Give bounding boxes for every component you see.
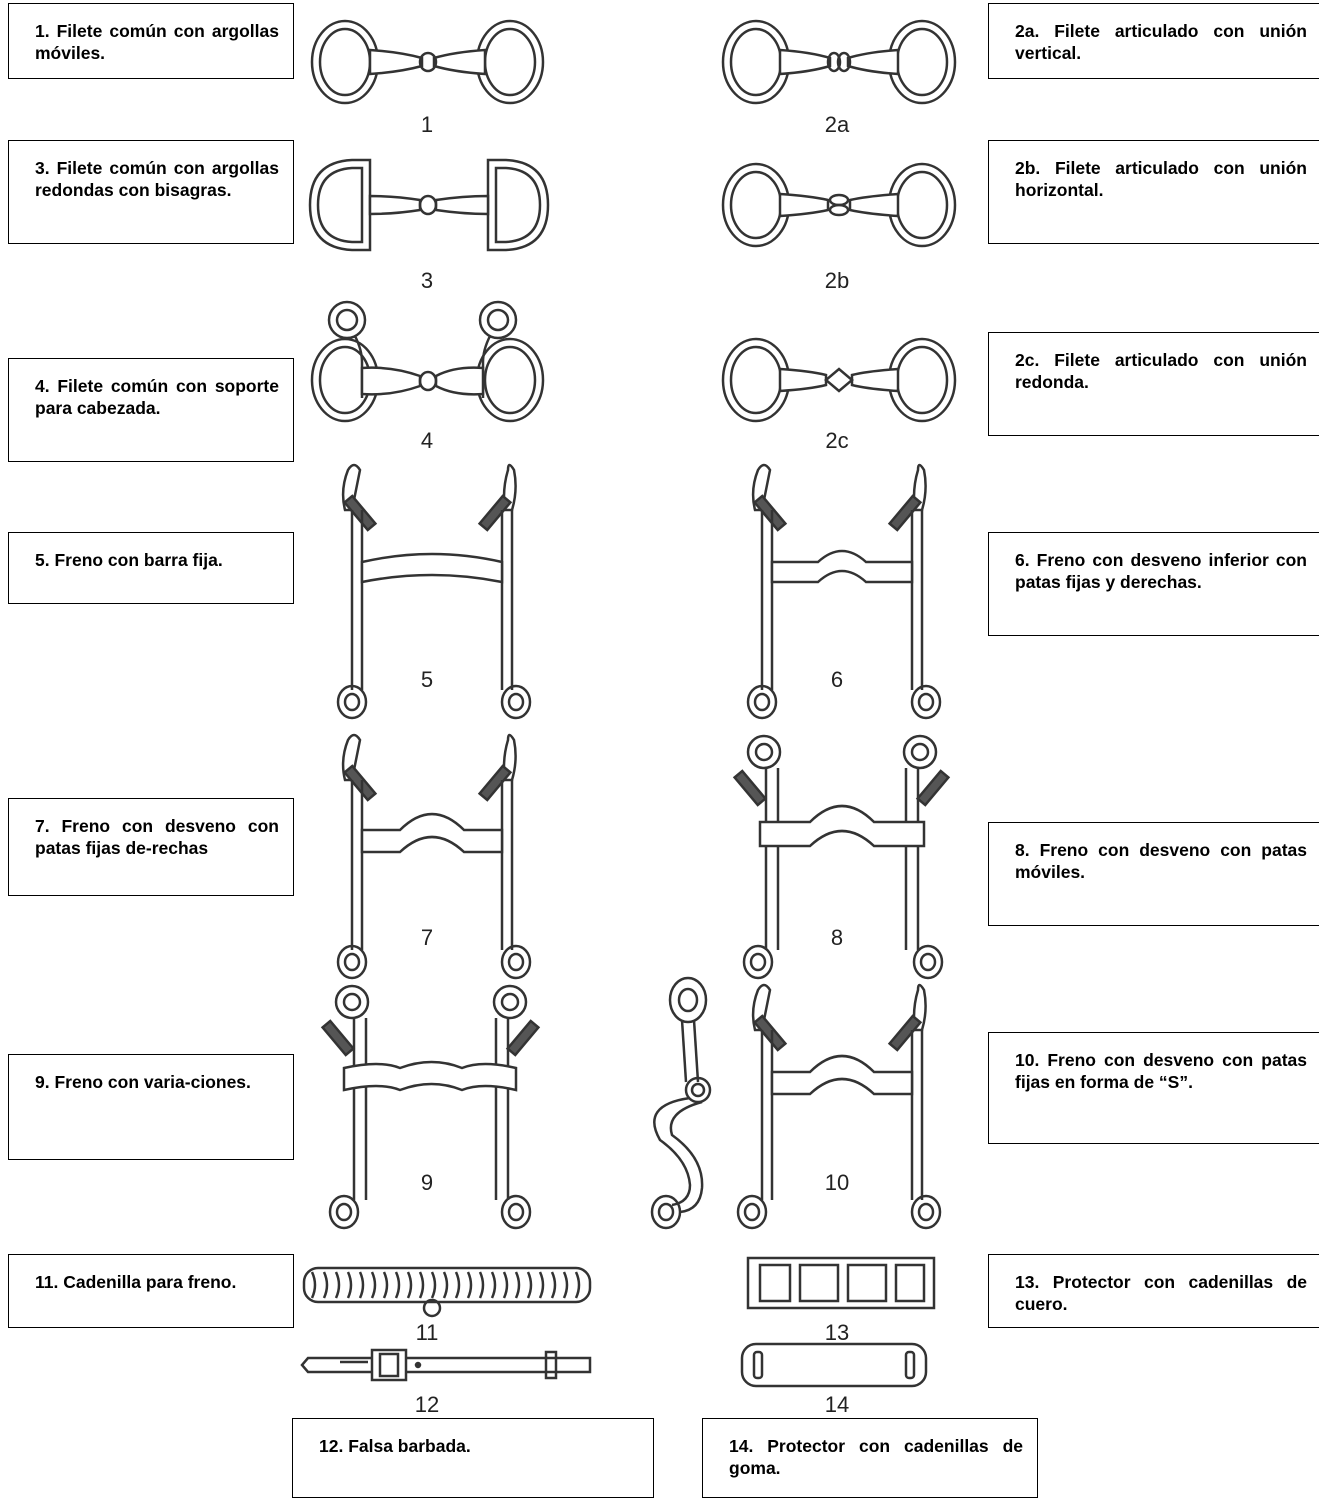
figure-number-13: 13 <box>824 1320 850 1345</box>
figure-number-2a: 2a <box>824 112 850 137</box>
caption-2b: 2b. Filete articulado con unión horizont… <box>988 140 1319 244</box>
bit-11-chain-drawing <box>302 1266 592 1318</box>
bit-13-protector-drawing <box>746 1256 936 1310</box>
caption-10: 10. Freno con desveno con patas fijas en… <box>988 1032 1319 1144</box>
bit-3-drawing <box>308 158 550 252</box>
caption-2a: 2a. Filete articulado con unión vertical… <box>988 3 1319 79</box>
caption-5: 5. Freno con barra fija. <box>8 532 294 604</box>
caption-12: 12. Falsa barbada. <box>292 1418 654 1498</box>
caption-14: 14. Protector con cadenillas de goma. <box>702 1418 1038 1498</box>
figure-number-10: 10 <box>824 1170 850 1195</box>
caption-1: 1. Filete común con argollas móviles. <box>8 3 294 79</box>
bit-2c-drawing <box>721 337 957 423</box>
bit-14-protector-drawing <box>740 1342 928 1388</box>
figure-number-14: 14 <box>824 1392 850 1417</box>
bit-8-drawing <box>732 734 951 980</box>
bit-2a-drawing <box>721 19 957 105</box>
figure-number-12: 12 <box>414 1392 440 1417</box>
caption-9: 9. Freno con varia-ciones. <box>8 1054 294 1160</box>
figure-number-7: 7 <box>420 925 434 950</box>
figure-number-11: 11 <box>415 1320 439 1345</box>
figure-number-2b: 2b <box>824 268 850 293</box>
s-shank-drawing <box>650 976 712 1230</box>
caption-13: 13. Protector con cadenillas de cuero. <box>988 1254 1319 1328</box>
bit-12-strap-drawing <box>300 1348 592 1382</box>
figure-number-9: 9 <box>420 1170 434 1195</box>
bit-10-drawing <box>736 983 942 1230</box>
caption-8: 8. Freno con desveno con patas móviles. <box>988 822 1319 926</box>
caption-11: 11. Cadenilla para freno. <box>8 1254 294 1328</box>
bit-7-drawing <box>336 733 532 980</box>
figure-number-6: 6 <box>830 667 844 692</box>
bit-2b-drawing <box>721 162 957 248</box>
bit-6-drawing <box>746 463 942 720</box>
caption-2c: 2c. Filete articulado con unión redonda. <box>988 332 1319 436</box>
figure-number-1: 1 <box>420 112 434 137</box>
caption-7: 7. Freno con desveno con patas fijas de-… <box>8 798 294 896</box>
bit-1-drawing <box>310 19 545 105</box>
figure-number-3: 3 <box>420 268 434 293</box>
caption-6: 6. Freno con desveno inferior con patas … <box>988 532 1319 636</box>
bit-5-drawing <box>336 463 532 720</box>
bit-4-drawing <box>310 300 545 423</box>
figure-number-4: 4 <box>420 428 434 453</box>
bit-9-drawing <box>320 984 541 1230</box>
figure-number-8: 8 <box>830 925 844 950</box>
caption-3: 3. Filete común con argollas redondas co… <box>8 140 294 244</box>
figure-number-5: 5 <box>420 667 434 692</box>
caption-4: 4. Filete común con soporte para cabezad… <box>8 358 294 462</box>
figure-number-2c: 2c <box>825 428 849 453</box>
